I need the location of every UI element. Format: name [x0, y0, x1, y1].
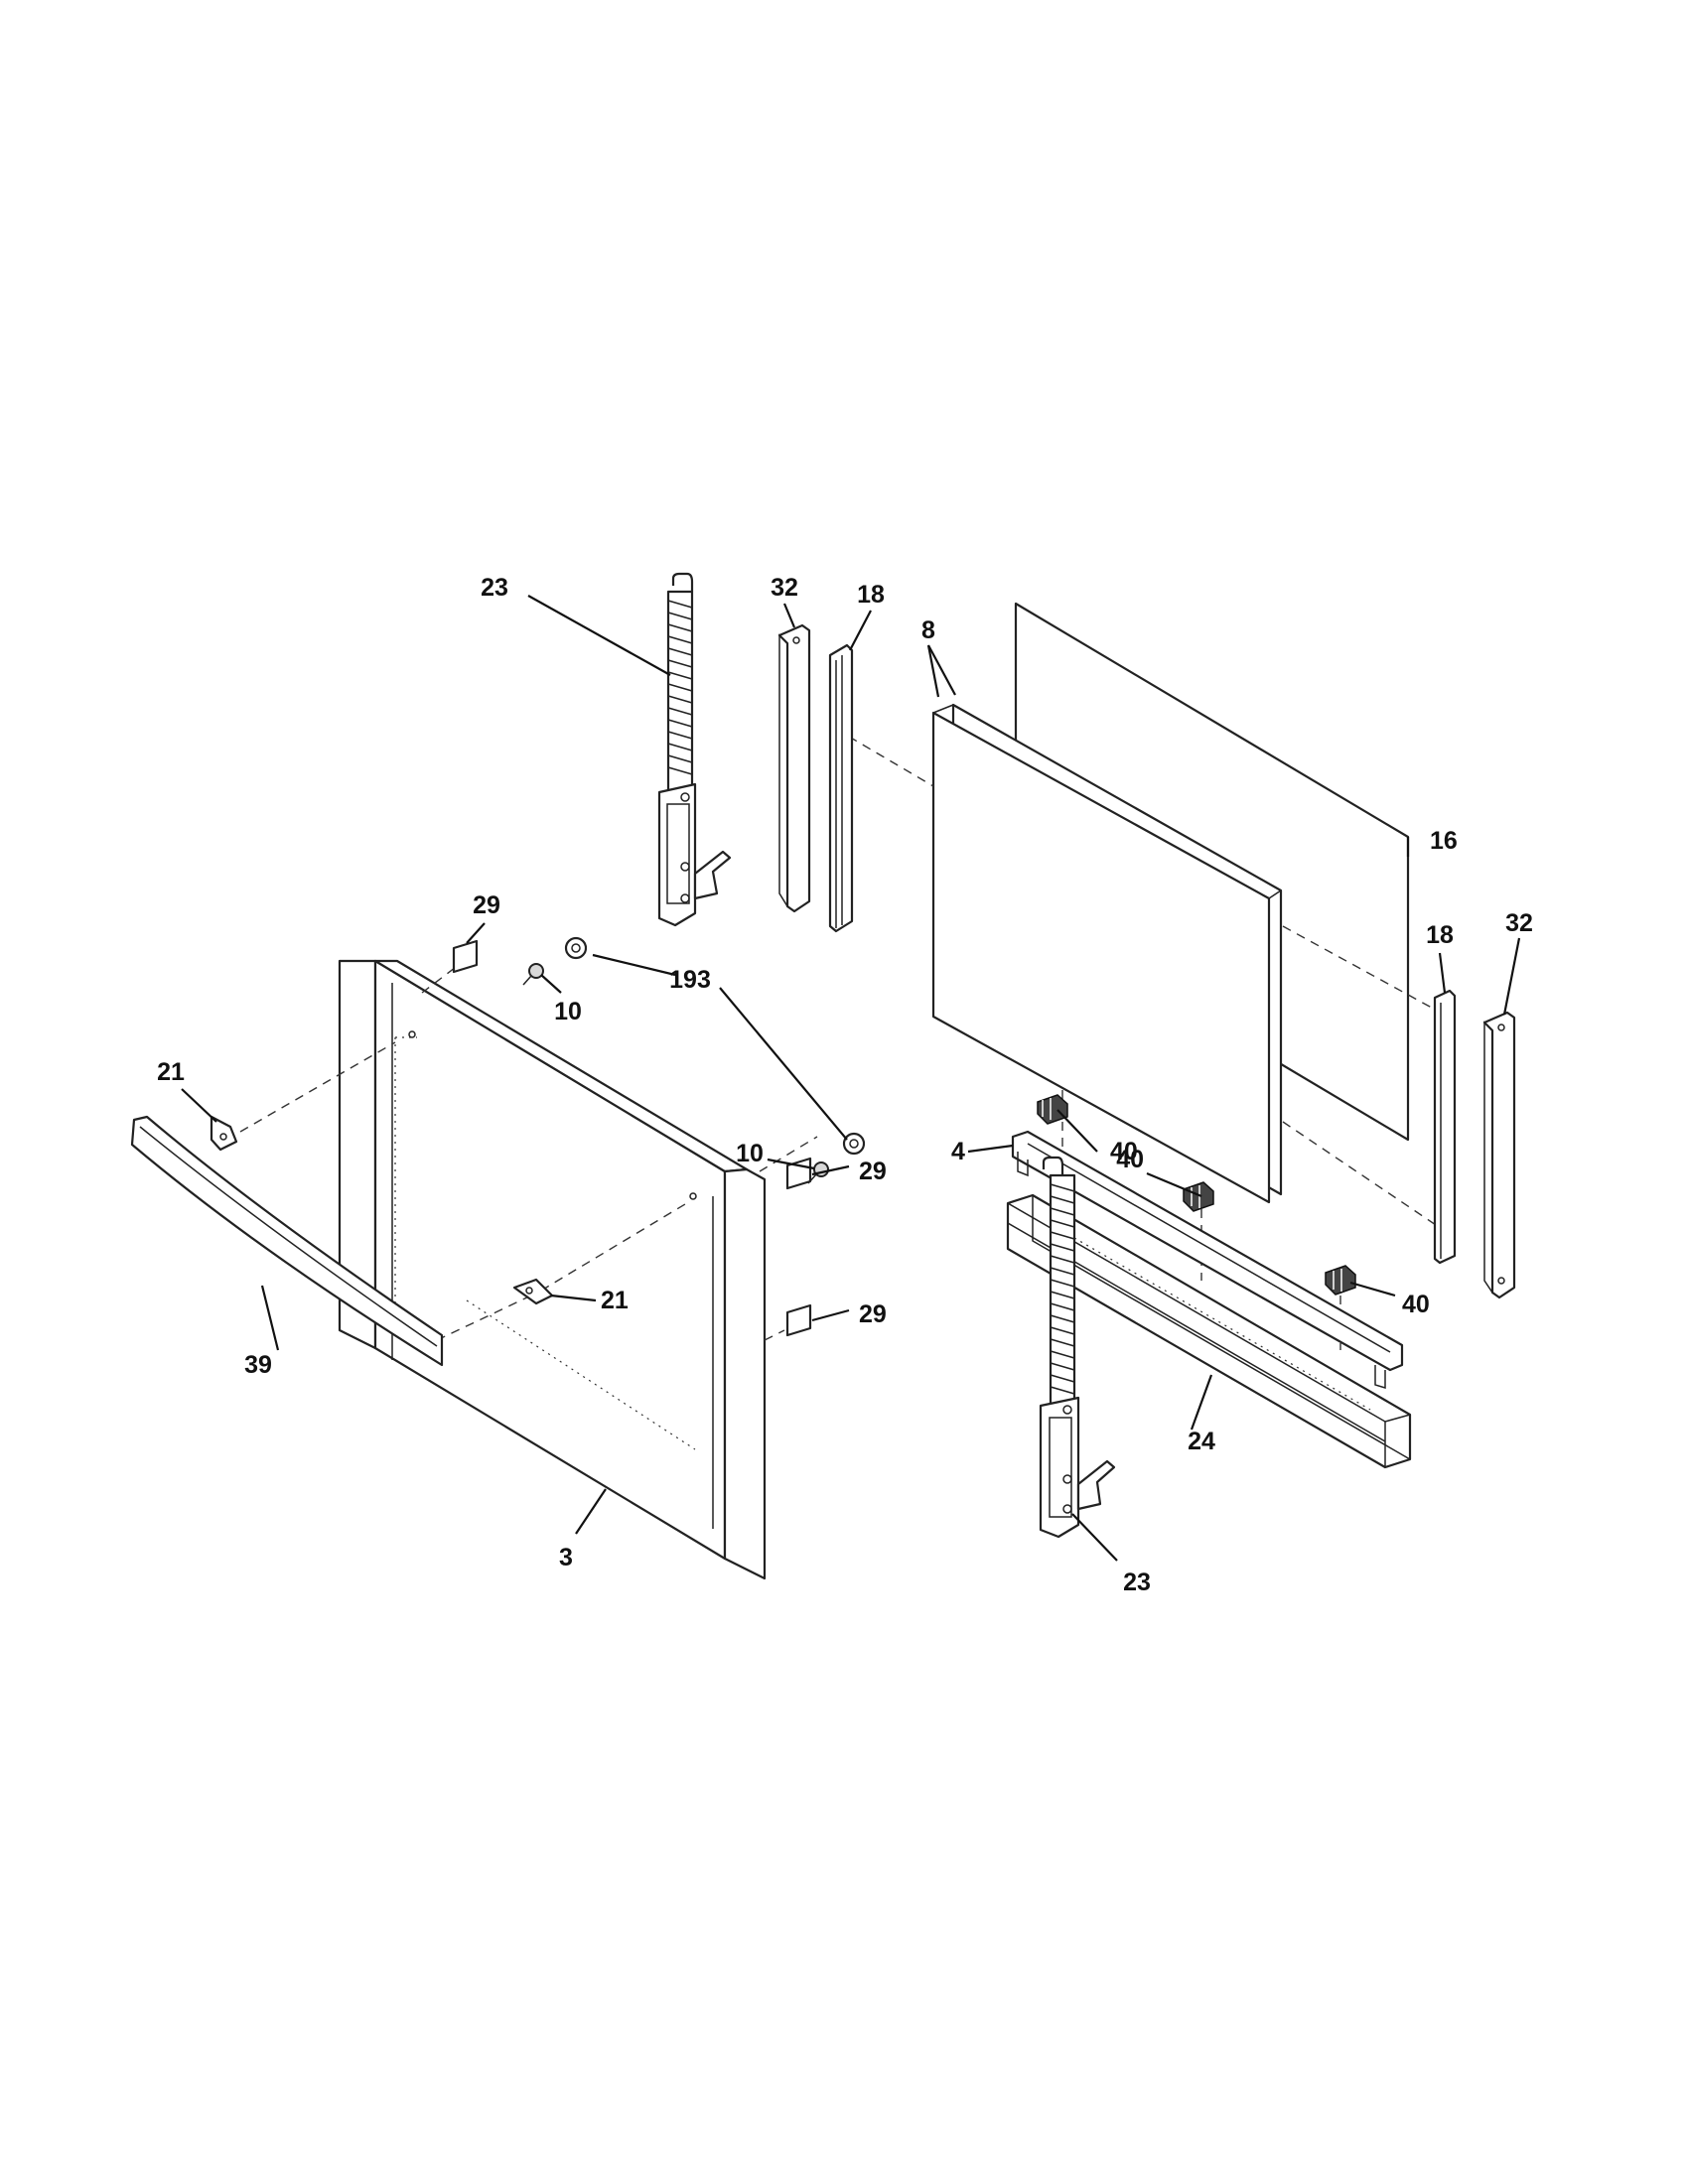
callout-bracket-left: 21: [157, 1058, 185, 1086]
callout-channel-right: 32: [1505, 909, 1533, 937]
callout-spacer-right-upper: 29: [859, 1158, 887, 1185]
callout-glass-outer: 16: [1430, 827, 1458, 855]
leader-lines: [181, 595, 1521, 1562]
nut-upper: [564, 936, 588, 960]
spacer-right-lower: [785, 1303, 812, 1337]
door-handle: [130, 1115, 444, 1367]
callout-bracket-right: 21: [601, 1287, 629, 1314]
callout-spacer-left: 29: [473, 891, 500, 919]
callout-glass-inner: 8: [921, 616, 935, 644]
callout-labels: 23 32 18 8 16 18 32 29 10 193 21 10 29 2…: [157, 574, 1533, 1596]
screw-upper: [522, 963, 544, 986]
clip-2: [1183, 1181, 1214, 1212]
callout-gasket-upper-left: 18: [857, 581, 885, 609]
door-panel: [338, 959, 767, 1580]
bracket-left: [210, 1115, 238, 1152]
bottom-trim: [1011, 1130, 1404, 1390]
upper-hinge: [657, 572, 732, 927]
right-gasket: [1433, 989, 1457, 1265]
lower-hinge-spring: [1050, 1183, 1075, 1395]
upper-left-channel: [777, 623, 811, 913]
callout-gasket-right: 18: [1426, 921, 1454, 949]
callout-spacer-right-lower: 29: [859, 1300, 887, 1328]
callout-clip-2: 40: [1116, 1146, 1144, 1173]
clip-3: [1325, 1265, 1356, 1296]
spacer-upper-left: [452, 939, 479, 974]
callout-clip-1: 40: [1110, 1138, 1138, 1165]
callout-door-panel: 3: [559, 1544, 573, 1571]
callout-channel-upper-left: 32: [771, 574, 798, 602]
callout-screw-right: 10: [736, 1140, 764, 1167]
clip-1: [1037, 1094, 1068, 1125]
nut-lower: [842, 1132, 866, 1156]
callout-trim-bottom: 4: [951, 1138, 965, 1165]
callout-clip-3: 40: [1402, 1291, 1430, 1318]
callout-hinge-lower: 23: [1123, 1569, 1151, 1596]
lower-hinge: [1039, 1156, 1116, 1539]
upper-left-gasket: [828, 643, 854, 933]
callout-hinge-upper: 23: [481, 574, 508, 602]
callout-screw-left: 10: [554, 998, 582, 1025]
callout-handle: 39: [244, 1351, 272, 1379]
right-channel: [1482, 1011, 1516, 1299]
callout-nut: 193: [669, 966, 711, 994]
callout-channel-bottom: 24: [1188, 1428, 1215, 1455]
upper-hinge-spring: [667, 600, 693, 775]
inner-glass-panel: [931, 703, 1283, 1204]
